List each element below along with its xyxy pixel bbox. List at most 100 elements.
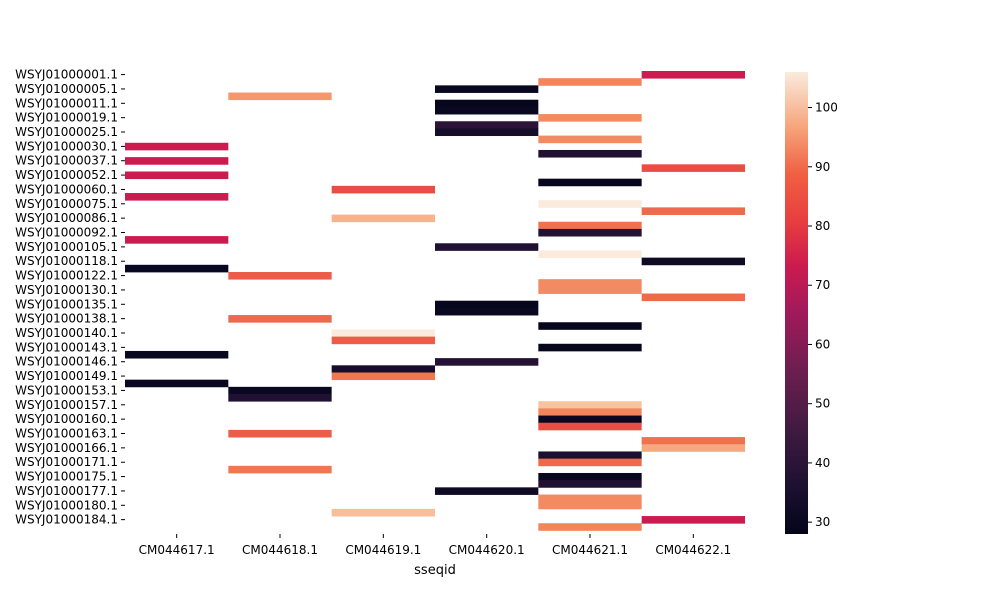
y-tick-label: WSYJ01000146.1 [15,355,118,369]
heatmap-cell [538,422,642,431]
y-tick-label: WSYJ01000130.1 [15,283,118,297]
heatmap-cell [641,516,745,524]
x-tick-label: CM044617.1 [139,543,215,557]
heatmap-cell [435,358,539,366]
heatmap-cell [331,372,435,381]
heatmap-cell [331,329,435,337]
heatmap-cell [125,350,229,359]
y-tick-label: WSYJ01000163.1 [15,427,118,441]
colorbar-tick-label: 80 [815,219,830,233]
heatmap-cell [435,300,539,309]
heatmap-cell [538,114,642,122]
y-tick-label: WSYJ01000052.1 [15,168,118,182]
y-tick-label: WSYJ01000160.1 [15,412,118,426]
x-tick-label: CM044621.1 [552,543,628,557]
x-tick-label: CM044618.1 [242,543,318,557]
colorbar-tick-label: 40 [815,456,830,470]
heatmap-cell [125,142,229,151]
heatmap-cell [538,135,642,144]
heatmap-cell [538,408,642,416]
heatmap-cell [538,472,642,481]
y-tick-label: WSYJ01000001.1 [15,68,118,82]
x-axis-ticks: CM044617.1 CM044618.1 CM044619.1 CM044620.1… [139,534,731,557]
y-tick-label: WSYJ01000105.1 [15,240,118,254]
heatmap-cell [538,221,642,230]
x-tick-label: CM044622.1 [655,543,731,557]
y-tick-label: WSYJ01000177.1 [15,484,118,498]
heatmap-cell [641,293,745,302]
heatmap-cell [331,508,435,517]
heatmap-cell [538,322,642,330]
heatmap-cell [435,243,539,251]
x-tick-label: CM044619.1 [345,543,421,557]
heatmap-cell [331,214,435,223]
heatmap-cell [435,307,539,316]
heatmap-cell [331,365,435,373]
heatmap-cell [538,78,642,86]
y-axis-ticks: WSYJ01000001.1WSYJ01000005.1WSYJ01000011… [15,68,125,527]
y-tick-label: WSYJ01000086.1 [15,211,118,225]
heatmap-cell [125,236,229,244]
y-tick-label: WSYJ01000025.1 [15,125,118,139]
y-tick-label: WSYJ01000166.1 [15,441,118,455]
heatmap-cell [125,193,229,201]
x-tick-label: CM044620.1 [449,543,525,557]
heatmap-cell [435,128,539,137]
heatmap-cell [538,343,642,352]
y-tick-label: WSYJ01000092.1 [15,226,118,240]
heatmap-cell [228,315,332,323]
colorbar-ticks: 30 40 50 60 70 80 90 100 [808,101,838,529]
y-tick-label: WSYJ01000175.1 [15,470,118,484]
heatmap-cell [435,99,539,108]
heatmap-cell [228,465,332,474]
y-tick-label: WSYJ01000030.1 [15,139,118,153]
heatmap-cell [538,523,642,531]
colorbar-tick-label: 90 [815,160,830,174]
heatmap-cell [125,157,229,165]
heatmap-cell [538,458,642,467]
colorbar: 30 40 50 60 70 80 90 100 [785,72,838,534]
heatmap-cell [641,257,745,266]
y-tick-label: WSYJ01000122.1 [15,269,118,283]
y-tick-label: WSYJ01000184.1 [15,513,118,527]
y-tick-label: WSYJ01000138.1 [15,312,118,326]
y-tick-label: WSYJ01000180.1 [15,498,118,512]
heatmap-cell [641,71,745,79]
heatmap-cell [435,106,539,115]
heatmap-cell [538,250,642,259]
heatmap-cell [435,121,539,129]
heatmap-cell [538,401,642,409]
heatmap-cell [538,480,642,488]
y-tick-label: WSYJ01000005.1 [15,82,118,96]
heatmap-cell [538,228,642,237]
y-tick-label: WSYJ01000118.1 [15,254,118,268]
heatmap-cell [538,286,642,294]
heatmap-cell [228,386,332,395]
colorbar-tick-label: 60 [815,337,830,351]
heatmap-cell [331,336,435,345]
heatmap-cell [538,501,642,510]
colorbar-gradient [785,72,808,534]
heatmap-cell [538,279,642,287]
colorbar-tick-label: 30 [815,515,830,529]
heatmap-cell [538,200,642,208]
y-tick-label: WSYJ01000140.1 [15,326,118,340]
colorbar-tick-label: 100 [815,101,838,115]
heatmap-cell [538,494,642,503]
colorbar-tick-label: 70 [815,278,830,292]
y-tick-label: WSYJ01000075.1 [15,197,118,211]
heatmap-cell [641,437,745,445]
heatmap-cell [641,164,745,172]
heatmap-cell [435,85,539,93]
heatmap-cell [228,271,332,280]
y-tick-label: WSYJ01000149.1 [15,369,118,383]
y-tick-label: WSYJ01000011.1 [15,96,118,110]
heatmap-cell [125,171,229,180]
y-tick-label: WSYJ01000135.1 [15,297,118,311]
heatmap-cell [641,207,745,215]
y-tick-label: WSYJ01000037.1 [15,154,118,168]
heatmap-cell [125,264,229,273]
heatmap-cell [228,429,332,438]
colorbar-tick-label: 50 [815,397,830,411]
